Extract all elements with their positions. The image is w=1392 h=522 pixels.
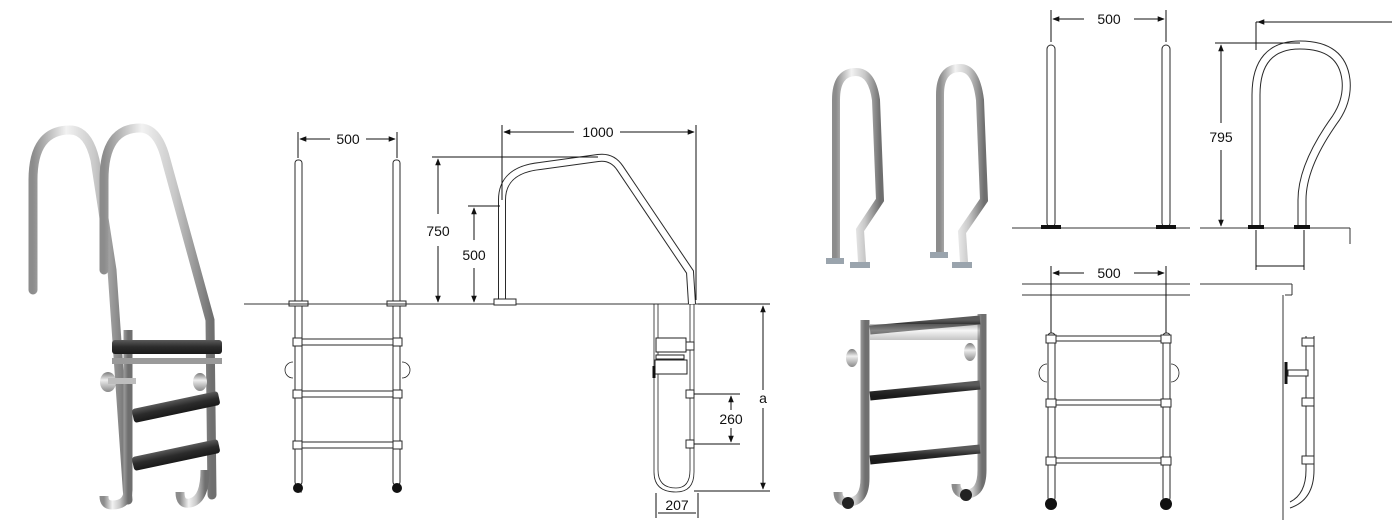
ladder-steps-photo [833, 314, 987, 509]
ladder-front-view: 500 [284, 131, 411, 493]
handrail-photo [826, 63, 989, 268]
ladder-front-view-b: 500 [1022, 265, 1190, 510]
offset-label: 207 [665, 497, 689, 513]
reach-label: 1000 [582, 124, 613, 140]
inner-height-label: 500 [462, 247, 486, 263]
depth-label: a [759, 390, 767, 406]
width-label: 500 [336, 131, 360, 147]
ladder-width-label: 500 [1097, 265, 1121, 281]
ladder-side-view-b [1200, 283, 1315, 520]
height-label: 750 [426, 223, 450, 239]
ladder-photo-left [28, 123, 222, 510]
top-width-label: 500 [1097, 11, 1121, 27]
handrail-side-view: 795 [1200, 19, 1392, 270]
handrail-front-view: 500 [1012, 10, 1190, 229]
height-label-795: 795 [1209, 129, 1233, 145]
step-spacing-label: 260 [719, 411, 743, 427]
ladder-side-view: 1000 750 500 a 260 207 [426, 124, 770, 518]
